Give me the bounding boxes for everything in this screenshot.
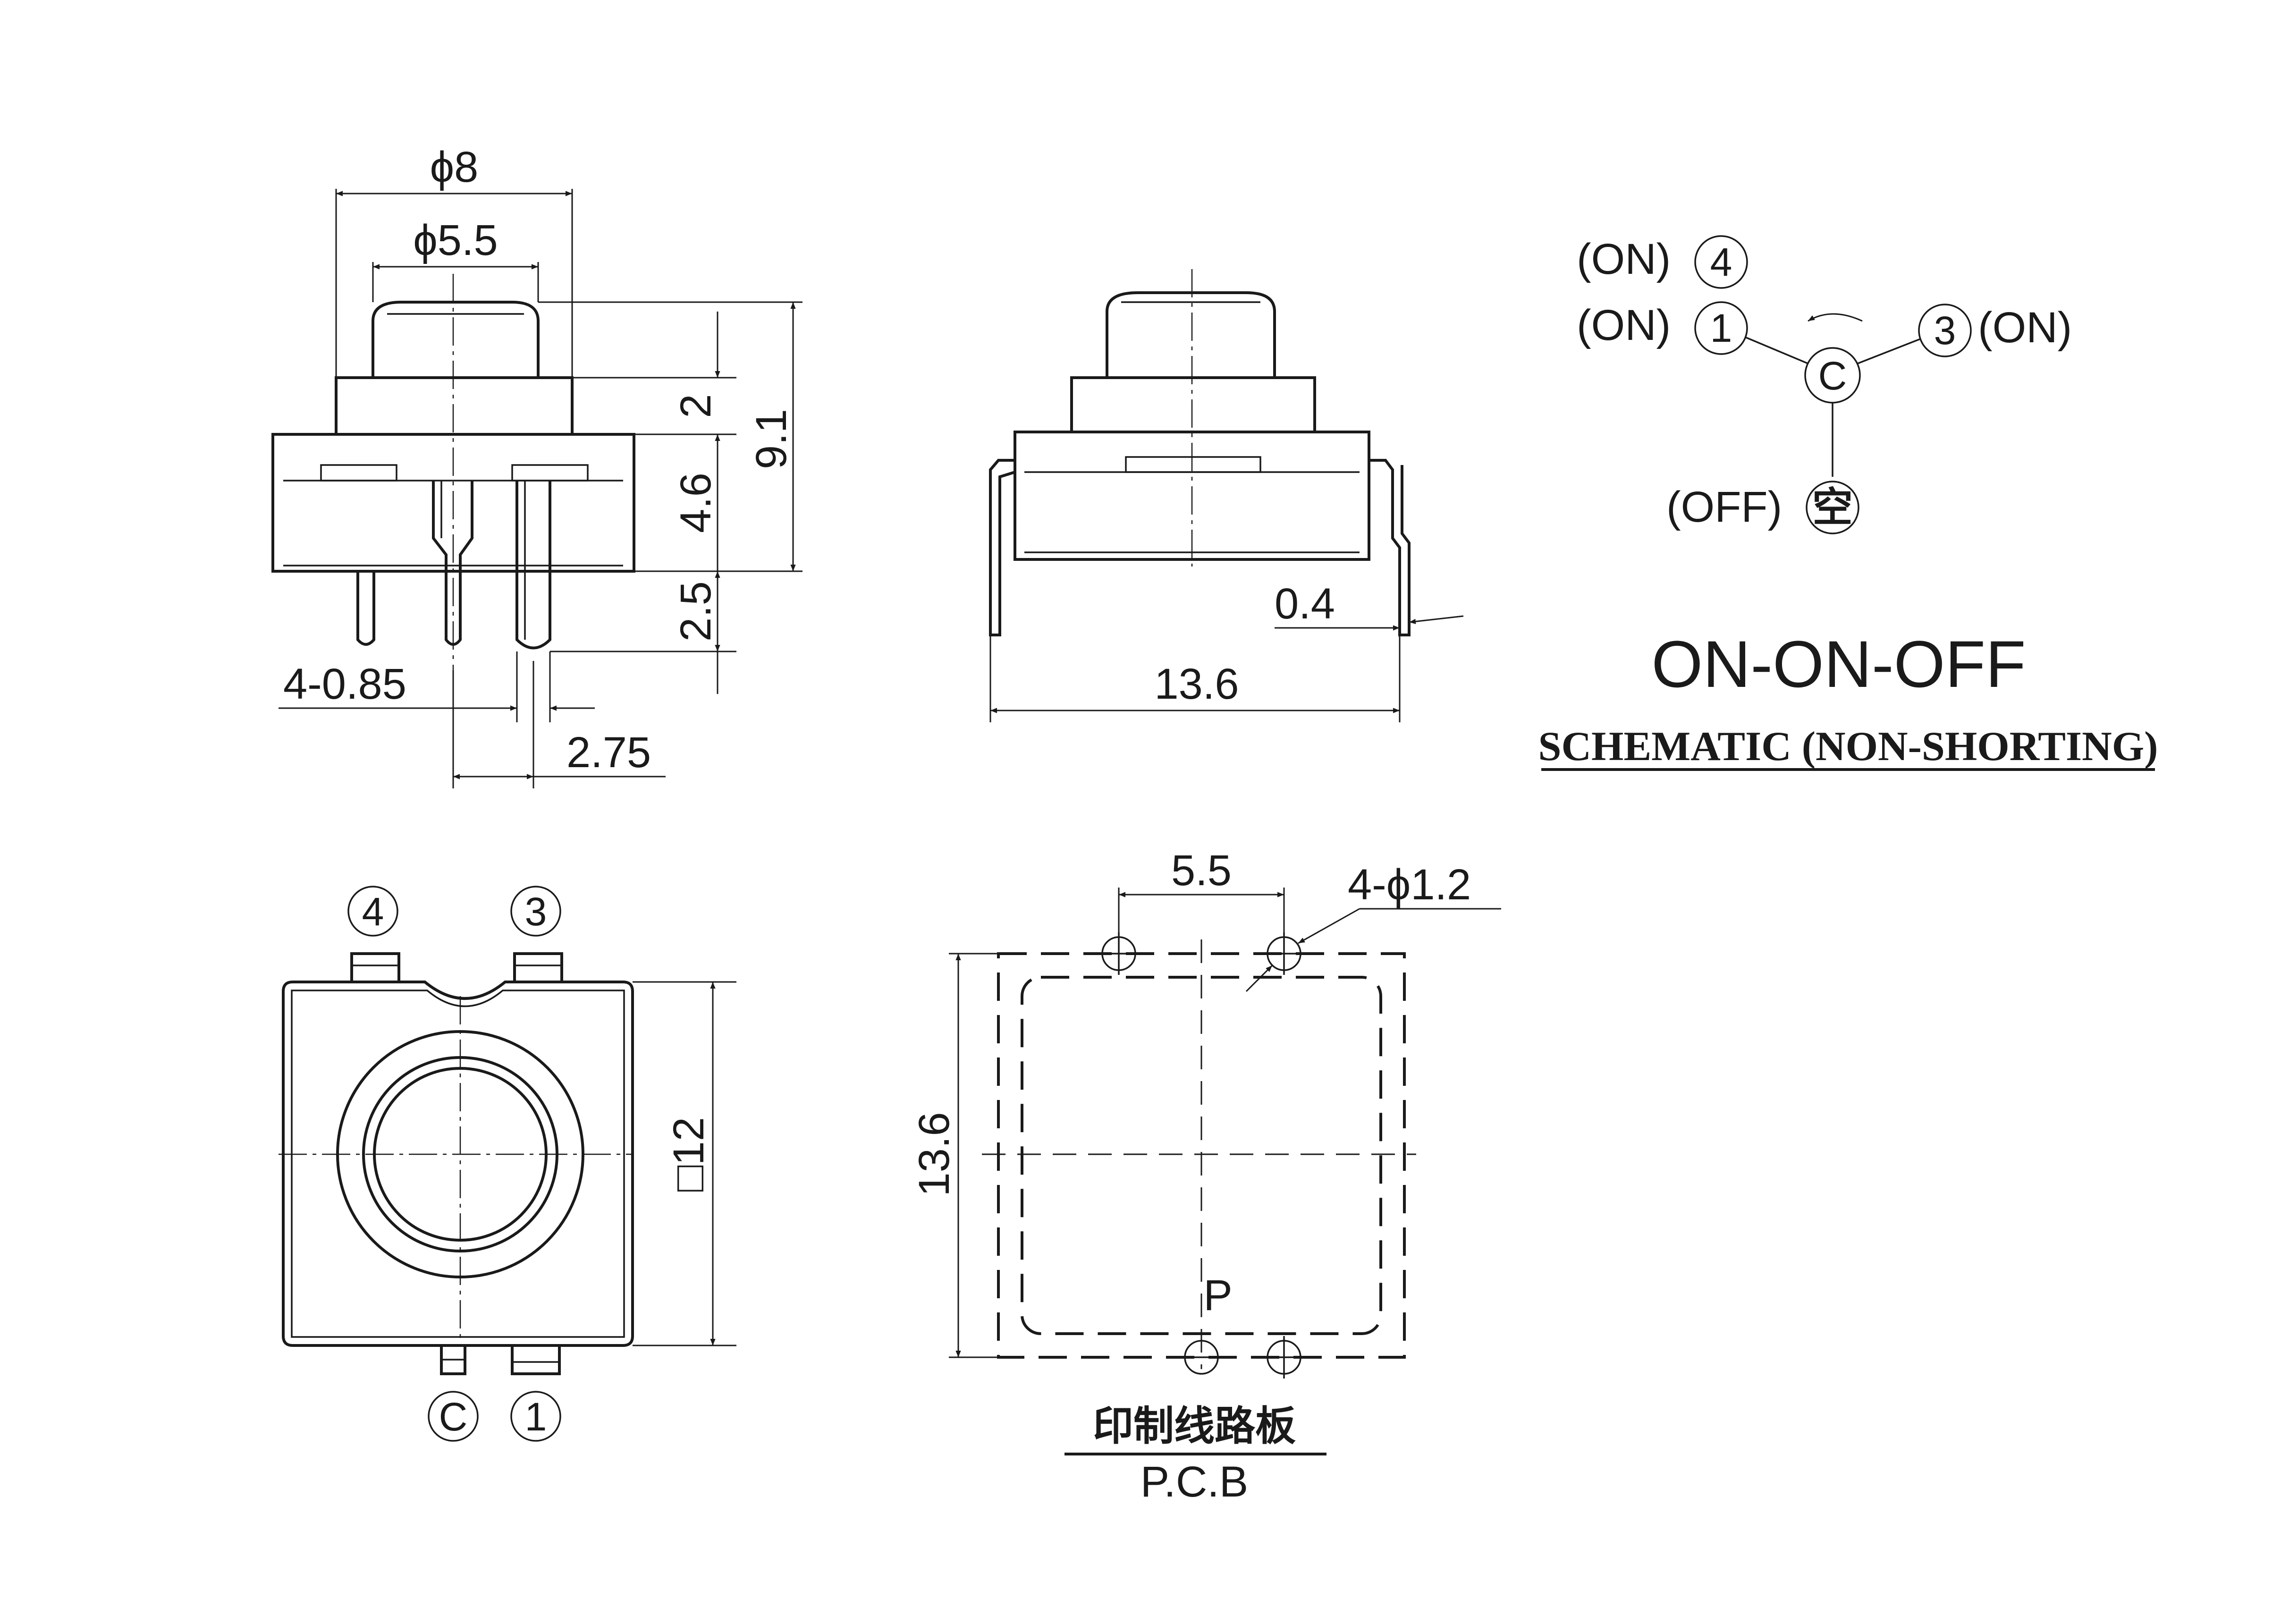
schematic-pin4-state: (ON) bbox=[1577, 235, 1671, 283]
switch-mode: ON-ON-OFF bbox=[1651, 627, 2026, 701]
schematic-common: C bbox=[1818, 354, 1847, 398]
schematic-pin1-number: 1 bbox=[1710, 306, 1732, 350]
dim-13-6-front: 13.6 bbox=[1154, 660, 1239, 708]
pin3-circle-icon bbox=[1918, 304, 1972, 357]
dim-9-1: 9.1 bbox=[747, 409, 795, 469]
front-view: 0.4 13.6 bbox=[989, 269, 1464, 722]
dim-4-6: 4.6 bbox=[672, 473, 720, 533]
schematic-off-number: 空 bbox=[1812, 484, 1853, 531]
dim-2-75: 2.75 bbox=[566, 728, 651, 777]
dim-phi8: ϕ8 bbox=[430, 143, 479, 191]
dim-2: 2 bbox=[672, 394, 720, 418]
dim-0-4: 0.4 bbox=[1275, 580, 1335, 628]
pcb-caption-cn: 印制线路板 bbox=[1093, 1403, 1296, 1450]
pin1-label-circle-icon bbox=[510, 1391, 561, 1442]
side-view: ϕ8 ϕ5.5 2 4.6 9.1 2.5 4-0.85 2.75 bbox=[271, 143, 803, 788]
dim-2-5: 2.5 bbox=[672, 581, 720, 642]
off-circle-icon bbox=[1806, 481, 1859, 534]
schematic-pin3-state: (ON) bbox=[1978, 304, 2072, 352]
dim-4-0-85: 4-0.85 bbox=[283, 660, 406, 708]
top-pin-c: C bbox=[439, 1395, 468, 1439]
pin1-circle-icon bbox=[1694, 301, 1748, 355]
top-pin4: 4 bbox=[362, 889, 384, 934]
schematic-pin3-number: 3 bbox=[1934, 308, 1956, 353]
dim-square-12: □12 bbox=[665, 1117, 713, 1192]
pcb-view: 5.5 4-ϕ1.2 13.6 P 印制线路板 P.C.B bbox=[910, 846, 1501, 1506]
pinc-label-circle-icon bbox=[428, 1391, 479, 1442]
dim-4-phi1-2: 4-ϕ1.2 bbox=[1348, 861, 1471, 909]
top-pin3: 3 bbox=[525, 889, 547, 934]
schematic-pin4-number: 4 bbox=[1710, 240, 1732, 284]
top-view: 4 3 C 1 □12 bbox=[279, 886, 736, 1442]
top-pin1: 1 bbox=[525, 1395, 547, 1439]
pin4-label-circle-icon bbox=[347, 886, 398, 937]
schematic: (ON) 4 (ON) 1 3 (ON) C (OFF) 空 ON-ON-OFF… bbox=[1538, 235, 2158, 771]
pcb-p-label: P bbox=[1203, 1271, 1232, 1320]
pin4-circle-icon bbox=[1694, 235, 1748, 289]
schematic-off-state: (OFF) bbox=[1666, 483, 1782, 531]
dim-13-6-pcb: 13.6 bbox=[910, 1112, 958, 1196]
dim-phi5-5: ϕ5.5 bbox=[413, 216, 498, 264]
pin3-label-circle-icon bbox=[510, 886, 561, 937]
schematic-caption: SCHEMATIC (NON-SHORTING) bbox=[1538, 724, 2158, 770]
pcb-caption-en: P.C.B bbox=[1140, 1458, 1248, 1506]
dim-5-5: 5.5 bbox=[1171, 846, 1232, 895]
schematic-pin1-state: (ON) bbox=[1577, 301, 1671, 349]
